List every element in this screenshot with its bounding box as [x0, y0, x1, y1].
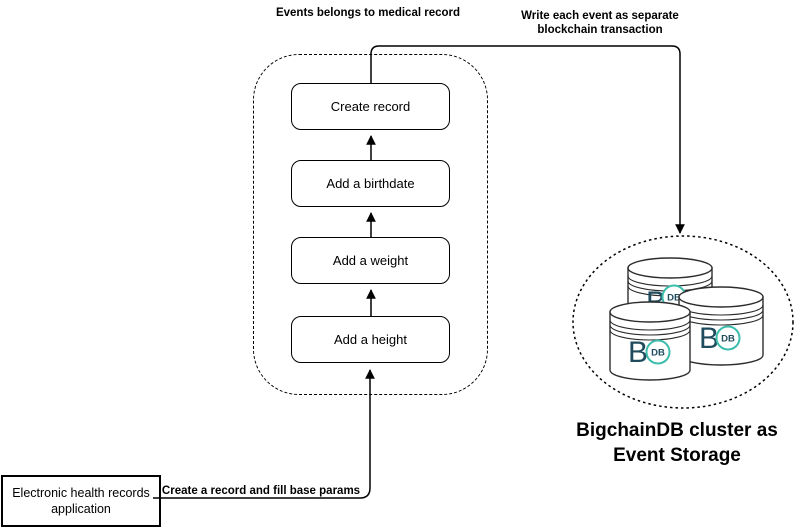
bigchaindb-letter: B	[699, 322, 719, 355]
flow-step-add-height: Add a height	[291, 316, 450, 363]
db-badge-ring	[715, 325, 741, 351]
db-badge-text: DB	[667, 293, 681, 304]
event-storage-circle	[572, 235, 794, 409]
bigchaindb-letter: B	[628, 336, 648, 369]
cluster-caption: BigchainDB cluster as Event Storage	[552, 419, 800, 468]
label-write-each-event: Write each event as separate blockchain …	[521, 10, 679, 37]
cluster-caption-line2: Event Storage	[613, 444, 741, 466]
flow-step-label: Add a height	[333, 332, 407, 347]
database-cylinder-right: B DB	[678, 286, 764, 366]
bigchaindb-letter: B	[646, 286, 666, 319]
ehr-application-label: Electronic health records application	[12, 485, 150, 516]
cluster-caption-line1: BigchainDB cluster as	[576, 420, 778, 441]
label-create-and-fill: Create a record and fill base params	[161, 485, 361, 497]
db-badge-text: DB	[721, 334, 735, 345]
flow-step-add-weight: Add a weight	[291, 237, 450, 284]
flow-step-add-birthdate: Add a birthdate	[291, 160, 450, 207]
database-cylinder-front: B DB	[609, 301, 691, 381]
db-badge-text: DB	[651, 348, 665, 359]
flow-step-label: Add a weight	[332, 253, 409, 268]
flow-step-label: Add a birthdate	[326, 176, 415, 191]
flow-step-label: Create record	[330, 99, 411, 114]
db-badge-ring	[661, 284, 687, 310]
label-events-belongs: Events belongs to medical record	[275, 7, 461, 19]
database-cylinder-back: B DB	[627, 257, 713, 341]
db-badge-ring	[645, 339, 671, 365]
ehr-application-box: Electronic health records application	[1, 475, 161, 527]
flow-step-create-record: Create record	[291, 83, 450, 130]
